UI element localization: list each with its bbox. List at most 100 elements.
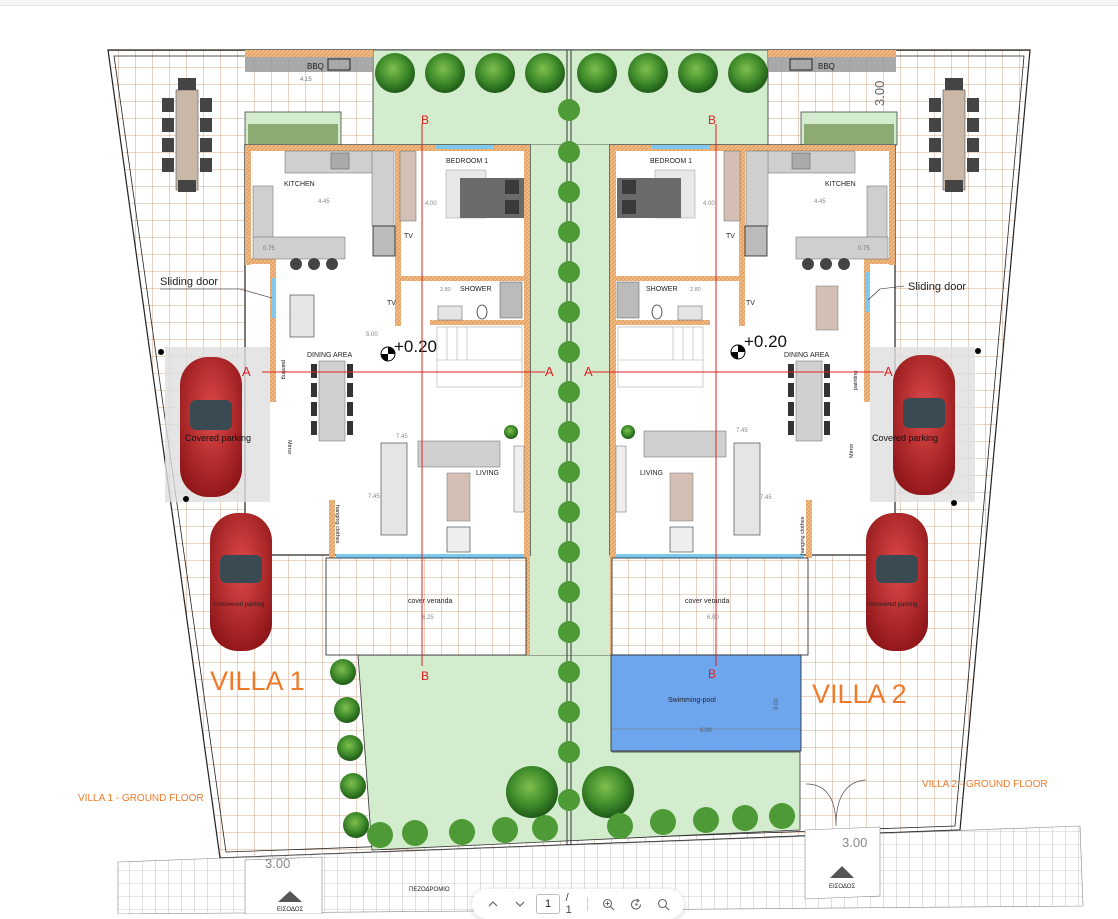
search-icon [657, 898, 670, 910]
svg-text:B: B [421, 669, 429, 683]
svg-text:4.45: 4.45 [318, 199, 330, 205]
car-covered-villa2 [893, 355, 955, 495]
svg-text:A: A [584, 364, 593, 379]
svg-text:2.80: 2.80 [690, 287, 701, 293]
veranda-label-villa2: cover veranda [685, 598, 729, 605]
dining-label-villa1: DINING AREA [307, 352, 352, 359]
level-marker-villa2: +0.20 [744, 332, 787, 351]
bed-villa1 [445, 169, 524, 219]
section-lines [262, 124, 884, 666]
pdf-page: BBQ 4.15 KITCHEN 4.45 0.75 TV TV BEDROOM… [0, 6, 1118, 915]
covered-parking-label-villa2: Covered parking [872, 433, 938, 443]
tree-row-top [375, 53, 768, 93]
dining-table-villa1 [311, 360, 353, 442]
shrub-row-bottom [367, 803, 795, 848]
svg-text:hanging clothes: hanging clothes [334, 505, 340, 544]
previous-page-button[interactable] [482, 893, 503, 915]
shower-label-villa1: SHOWER [460, 286, 492, 293]
search-button[interactable] [653, 893, 674, 915]
living-label-villa2: LIVING [640, 470, 663, 477]
veranda-villa1 [325, 557, 527, 656]
bbq-label-villa2: BBQ [818, 62, 835, 71]
kitchen-label-villa1: KITCHEN [284, 181, 315, 188]
rotate-button[interactable] [626, 893, 647, 915]
uncovered-parking-label-villa1: Uncovered parking [214, 602, 264, 608]
tv-label-villa2-b: TV [746, 300, 755, 307]
zoom-in-icon [603, 898, 615, 910]
svg-text:0.75: 0.75 [858, 246, 870, 252]
sofa-villa1 [380, 425, 525, 553]
bedroom-label-villa2: BEDROOM 1 [650, 158, 692, 165]
entrance-label-villa2: ΕΙΣΟΔΟΣ [829, 884, 855, 890]
svg-text:painting: painting [280, 360, 286, 379]
svg-text:3.00: 3.00 [842, 835, 867, 850]
svg-text:6.00: 6.00 [707, 615, 719, 621]
car-uncovered-villa2 [866, 513, 928, 651]
svg-text:0.75: 0.75 [263, 246, 275, 252]
villa2-caption: VILLA 2 - GROUND FLOOR [922, 779, 1048, 790]
car-uncovered-villa1 [210, 513, 272, 651]
entrance-label-villa1: ΕΙΣΟΔΟΣ [277, 907, 303, 913]
bed-villa2 [617, 169, 696, 219]
bedroom-label-villa1: BEDROOM 1 [446, 158, 488, 165]
svg-text:B: B [708, 113, 716, 127]
svg-text:7.45: 7.45 [396, 434, 408, 440]
sidewalk-label: ΠΕΖΟΔΡΟΜΙΟ [409, 887, 450, 893]
stairs-villa1 [436, 326, 523, 388]
sliding-door-label-villa2: Sliding door [908, 281, 966, 293]
dining-label-villa2: DINING AREA [784, 352, 829, 359]
swimming-pool [610, 654, 802, 752]
veranda-villa2 [611, 557, 809, 656]
svg-text:hanging clothes: hanging clothes [800, 516, 806, 555]
svg-text:Mirror: Mirror [286, 440, 292, 455]
page-number-input[interactable]: 1 [536, 894, 560, 914]
svg-text:A: A [545, 364, 554, 379]
svg-text:5.00: 5.00 [366, 332, 378, 338]
section-b-mark-1: B [421, 113, 429, 127]
svg-text:4.00: 4.00 [703, 201, 715, 207]
svg-text:4.00: 4.00 [425, 201, 437, 207]
svg-text:B: B [708, 667, 716, 681]
villa1-caption: VILLA 1 - GROUND FLOOR [78, 793, 204, 804]
tv-label-villa1-b: TV [387, 300, 396, 307]
zoom-in-button[interactable] [598, 893, 619, 915]
svg-text:3.00: 3.00 [774, 698, 780, 710]
svg-text:4.15: 4.15 [300, 77, 312, 83]
stairs-villa2 [617, 326, 704, 388]
rotate-icon [630, 898, 641, 910]
svg-text:7.45: 7.45 [368, 494, 380, 500]
pool-label: Swimming-pool [668, 697, 716, 704]
tree-row-left-garden [330, 659, 634, 838]
viewer-top-bar [0, 0, 1118, 6]
shower-label-villa2: SHOWER [646, 286, 678, 293]
next-page-button[interactable] [509, 893, 530, 915]
svg-text:2.80: 2.80 [440, 287, 451, 293]
bbq-label-villa1: BBQ [307, 62, 324, 71]
villa1-title: VILLA 1 [210, 666, 305, 696]
kitchen-label-villa2: KITCHEN [825, 181, 856, 188]
tv-label-villa2-a: TV [726, 233, 735, 240]
level-marker-villa1: +0.20 [394, 337, 437, 356]
toolbar-divider [587, 897, 589, 911]
veranda-label-villa1: cover veranda [408, 598, 452, 605]
svg-text:6.00: 6.00 [700, 728, 712, 734]
living-label-villa1: LIVING [476, 470, 499, 477]
svg-text:Mirror: Mirror [849, 443, 855, 458]
dining-table-villa2 [788, 360, 830, 442]
svg-text:6.25: 6.25 [422, 615, 434, 621]
outdoor-dining-table-villa1 [162, 78, 212, 192]
car-covered-villa1 [180, 357, 242, 497]
svg-text:A: A [884, 364, 893, 379]
uncovered-parking-label-villa2: Uncovered parking [867, 602, 917, 608]
section-a-mark-1: A [242, 364, 251, 379]
tv-label-villa1-a: TV [404, 233, 413, 240]
floor-plan-drawing: BBQ 4.15 KITCHEN 4.45 0.75 TV TV BEDROOM… [78, 49, 1084, 915]
svg-text:3.00: 3.00 [265, 856, 290, 871]
svg-text:7.45: 7.45 [736, 428, 748, 434]
outdoor-dining-table-villa2 [929, 78, 979, 192]
svg-text:painting: painting [853, 371, 859, 390]
pdf-page-toolbar: 1 / 1 [472, 889, 684, 919]
chevron-up-icon [488, 901, 498, 907]
chevron-down-icon [515, 901, 525, 907]
svg-text:7.45: 7.45 [760, 495, 772, 501]
